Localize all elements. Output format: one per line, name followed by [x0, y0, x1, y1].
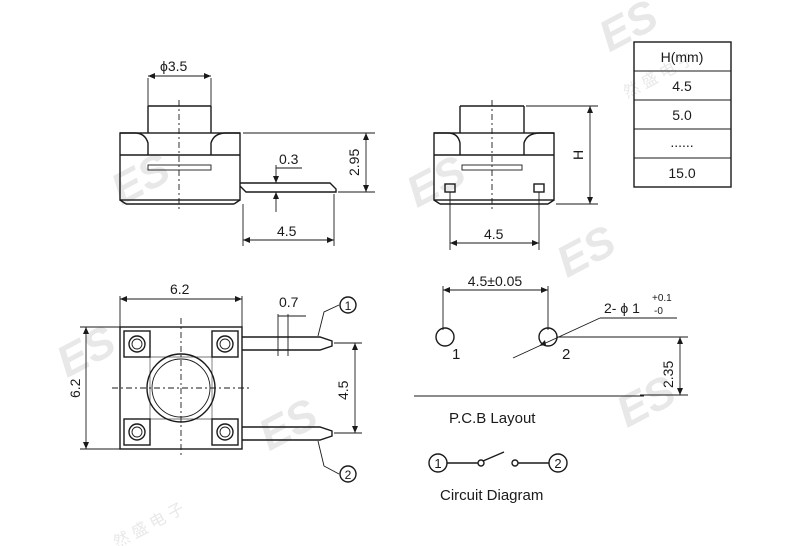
hole-tolerance-plus: +0.1: [652, 293, 672, 304]
switch-body: [119, 132, 241, 201]
dim-cap-diameter: ϕ3.5: [160, 58, 188, 74]
dim-height: 6.2: [67, 378, 83, 398]
pin-label: 1: [345, 299, 352, 313]
pin-2-callout: [339, 465, 357, 483]
pin-label: 2: [562, 346, 570, 363]
dim-lead-span: 4.5: [484, 226, 504, 242]
pin-label: 1: [452, 346, 460, 363]
lead: [239, 182, 337, 193]
table-row: ......: [670, 134, 693, 150]
pcb-layout: 4.5±0.05 1 2 2- ϕ 1 +0.1 -0 2.35 P.C.B L…: [414, 273, 688, 427]
left-shoulder: [120, 132, 149, 155]
corner-post: [128, 335, 146, 353]
pin-label: 1: [434, 456, 441, 471]
switch-contact: [482, 451, 505, 462]
dim-row-offset: 2.35: [660, 361, 676, 388]
inner-slot: [147, 164, 212, 171]
pin-1-callout: [339, 296, 357, 314]
switch-body: [433, 132, 555, 201]
height-table: H(mm) 4.5 5.0 ...... 15.0: [633, 41, 732, 188]
dim-lead-thickness: 0.3: [279, 151, 299, 167]
table-row: 4.5: [672, 78, 692, 94]
corner-post: [216, 335, 234, 353]
watermark-logo: ES: [549, 216, 624, 287]
side-view: H 4.5: [433, 100, 598, 250]
watermark-logo: ES: [591, 0, 666, 61]
dim-width: 6.2: [170, 281, 190, 297]
front-view: ϕ3.5 2.95 0.3 4.5: [119, 58, 375, 246]
dim-hole-spacing: 4.5±0.05: [468, 273, 523, 289]
watermark-logo: ES: [399, 146, 474, 217]
lead-bottom: [242, 426, 333, 441]
table-header: H(mm): [661, 49, 704, 65]
right-shoulder: [210, 132, 240, 155]
dim-pin-pitch: 4.5: [335, 380, 351, 400]
watermark-text: 然 盛 电 子: [110, 500, 187, 546]
pin-label: 2: [345, 468, 352, 482]
corner-post: [128, 423, 146, 441]
actuator-cap: [147, 105, 212, 133]
table-frame: [633, 41, 732, 188]
corner-post: [216, 423, 234, 441]
circuit-title: Circuit Diagram: [440, 487, 543, 504]
hole-spec: 2- ϕ 1: [604, 300, 640, 316]
pcb-layout-title: P.C.B Layout: [449, 410, 536, 427]
terminal-2: [548, 453, 568, 473]
dim-height: 2.95: [346, 149, 362, 176]
dim-lead-span: 4.5: [277, 223, 297, 239]
table-row: 15.0: [668, 165, 695, 181]
watermark-logo: ES: [251, 389, 326, 460]
top-view: 6.2 6.2 0.7 4.5 1 2: [67, 281, 362, 483]
dim-height-variable: H: [570, 150, 586, 160]
lead-stub-right: [533, 183, 545, 193]
watermark: ES 然 盛 电 子 ES ES ES ES ES ES 然 盛 电 子: [49, 0, 697, 546]
lead-top: [242, 336, 333, 351]
hole-tolerance-minus: -0: [654, 306, 663, 317]
circuit-diagram: 1 2 Circuit Diagram: [428, 451, 568, 504]
dim-lead-width: 0.7: [279, 294, 299, 310]
table-row: 5.0: [672, 107, 692, 123]
pin-label: 2: [554, 456, 561, 471]
pcb-hole-1: [435, 327, 455, 347]
